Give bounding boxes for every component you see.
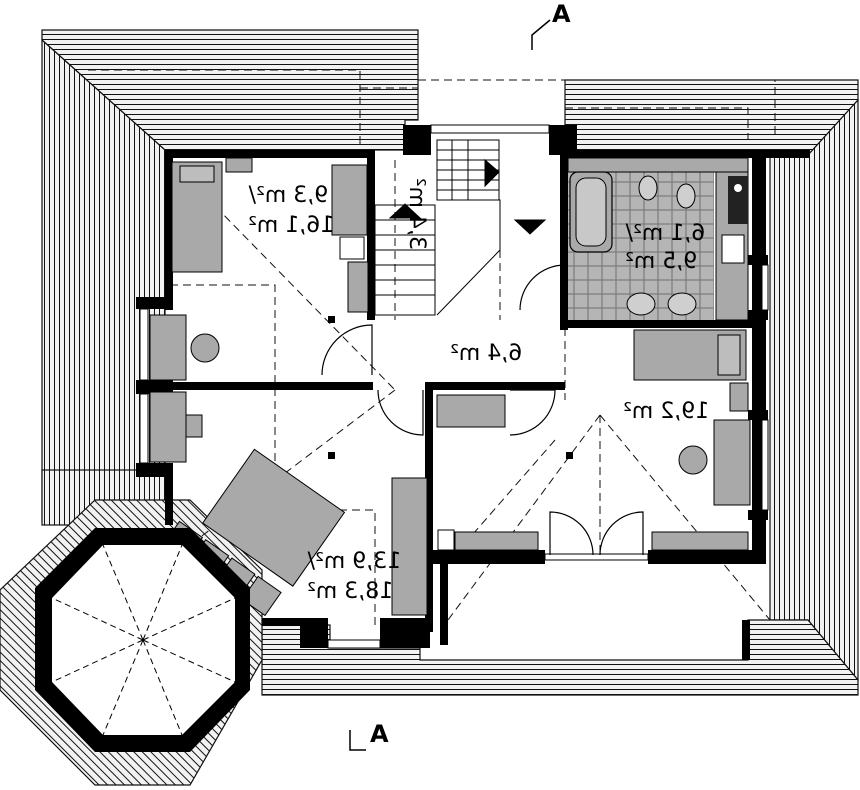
area-bedroom-nw-a: 9,3 m²/: [248, 183, 328, 208]
desk-west-1: [149, 314, 187, 381]
window-west-2: [139, 393, 149, 464]
boiler: [721, 234, 745, 264]
toilet-1: [638, 175, 658, 201]
area-bathroom-a: 6,1 m²/: [625, 221, 705, 246]
wall-south-balcony-r: [648, 550, 766, 564]
wall-west-upper: [165, 150, 173, 310]
door-balcony-right: [599, 511, 644, 556]
room-labels: 9,3 m²/ 16,1 m² 3,4 m² 6,1 m²/ 9,5 m² 6,…: [248, 178, 709, 604]
sofa-seat-4: [241, 575, 282, 617]
column-sw: [437, 529, 455, 551]
wall-west-mid: [136, 380, 173, 394]
stair-arrow-up: [388, 203, 422, 219]
wall-west-lower: [165, 463, 173, 525]
toilet-2: [676, 183, 696, 209]
walls: [136, 125, 810, 660]
chair-east: [678, 445, 708, 475]
chair-west-2: [185, 414, 203, 438]
bathtub-inner: [575, 177, 607, 247]
area-bathroom-b: 9,5 m²: [625, 249, 697, 274]
door-balcony-left: [549, 511, 594, 556]
stair-arrow-right: [484, 158, 500, 188]
area-bedroom-sw-b: 18,3 m²: [307, 579, 393, 604]
octagon-rafters: [51, 544, 236, 736]
bed-nw-pillow: [179, 165, 215, 183]
desk-west-2: [149, 391, 187, 463]
roof-east-slope: [769, 98, 859, 682]
door-bedroom-sw: [377, 389, 424, 436]
octagon-bay: [35, 528, 250, 752]
nightstand-east: [729, 382, 749, 412]
wall-east-jamb: [748, 255, 768, 265]
section-marker-top: A: [531, 0, 571, 50]
wall-bath-west: [560, 150, 568, 330]
door-bathroom: [519, 264, 566, 311]
desk-east: [713, 419, 751, 506]
window-north-stair: [430, 124, 550, 134]
wall-south-sw-jamb-r: [380, 618, 430, 648]
wall-north-stair-left: [367, 150, 375, 320]
area-bedroom-sw-a: 13,9 m²/: [307, 549, 401, 574]
door-bedroom-nw: [321, 324, 373, 376]
dresser-south-1: [454, 531, 539, 551]
bathroom: [567, 157, 749, 321]
wall-south-sw: [262, 618, 300, 626]
wall-east-jamb-3: [748, 410, 768, 420]
doors: [321, 264, 644, 556]
bathroom-counter: [567, 157, 749, 173]
cabinet-hall: [436, 394, 506, 428]
stairs: [374, 139, 547, 316]
area-bedroom-east: 19,2 m²: [623, 399, 709, 424]
chair-west-1: [190, 333, 220, 363]
section-marker-bottom: A: [349, 720, 389, 751]
wall-south-balcony: [433, 550, 545, 564]
cabinet-nw: [347, 261, 369, 313]
sink-nw: [339, 236, 365, 260]
wall-north-west: [165, 150, 375, 158]
area-bedroom-nw-b: 16,1 m²: [248, 213, 334, 238]
wall-east-jamb-4: [748, 510, 768, 520]
sink-2: [667, 292, 697, 316]
wardrobe-sw: [391, 477, 428, 616]
windows: [139, 124, 769, 649]
door-bedroom-east: [509, 389, 556, 436]
bed-east-pillow: [717, 334, 741, 376]
stair-arrow-down: [513, 219, 547, 235]
window-south-balcony: [544, 553, 649, 561]
window-west-1: [139, 308, 149, 381]
wall-west-jamb-2: [136, 463, 173, 477]
wall-bath-south: [560, 320, 760, 328]
wall-north-east: [565, 150, 810, 158]
furniture: [149, 157, 751, 617]
wall-bedroom-sw-east: [425, 382, 433, 632]
wall-south-sw-jamb: [300, 618, 328, 648]
window-east-1: [761, 264, 769, 311]
roof-north-east: [564, 79, 859, 156]
sofa: [202, 448, 346, 587]
markers: [328, 316, 573, 459]
wall-hall-south: [425, 382, 565, 390]
wall-east-jamb-2: [748, 310, 768, 320]
wall-west-jamb-1: [136, 297, 173, 309]
wall-north-stair-top: [403, 125, 431, 155]
wall-bedroom-divider: [173, 382, 373, 390]
area-stairs: 3,4 m²: [404, 178, 429, 250]
dresser-south-2: [651, 531, 749, 551]
sink-1: [626, 292, 656, 316]
section-label-top: A: [552, 0, 571, 28]
wall-balcony-east: [742, 620, 750, 660]
area-hall: 6,4 m²: [450, 341, 522, 366]
wall-balcony-west: [440, 560, 448, 645]
stove-ring: [734, 184, 742, 192]
stove: [728, 176, 748, 224]
window-south-sw: [327, 639, 381, 649]
nightstand-nw: [225, 157, 253, 173]
section-label-bottom: A: [370, 720, 389, 748]
wardrobe-nw: [331, 164, 368, 236]
roof-south: [261, 619, 859, 696]
window-east-2: [761, 419, 769, 511]
